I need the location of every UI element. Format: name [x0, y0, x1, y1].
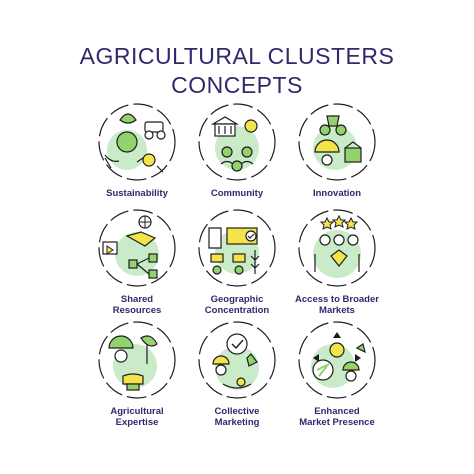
agricultural-expertise-icon — [98, 321, 176, 399]
concept-label: Shared Resources — [112, 294, 162, 316]
concept-label: Enhanced Market Presence — [299, 406, 375, 428]
enhanced-market-presence-icon — [298, 321, 376, 399]
access-to-broader-markets-icon — [298, 209, 376, 287]
page-title: AGRICULTURAL CLUSTERS CONCEPTS — [0, 42, 474, 100]
concept-label: Sustainability — [106, 188, 168, 199]
concept-label: Innovation — [312, 188, 362, 199]
concept-label: Geographic Concentration — [204, 294, 270, 316]
community-icon — [198, 103, 276, 181]
concept-label: Community — [210, 188, 264, 199]
innovation-icon — [298, 103, 376, 181]
shared-resources-icon — [98, 209, 176, 287]
concept-label: Agricultural Expertise — [110, 406, 164, 428]
concept-label: Collective Marketing — [214, 406, 260, 428]
title-line-2: CONCEPTS — [171, 72, 303, 98]
sustainability-icon — [98, 103, 176, 181]
geographic-concentration-icon — [198, 209, 276, 287]
collective-marketing-icon — [198, 321, 276, 399]
concept-label: Access to Broader Markets — [295, 294, 379, 316]
title-line-1: AGRICULTURAL CLUSTERS — [79, 43, 395, 69]
